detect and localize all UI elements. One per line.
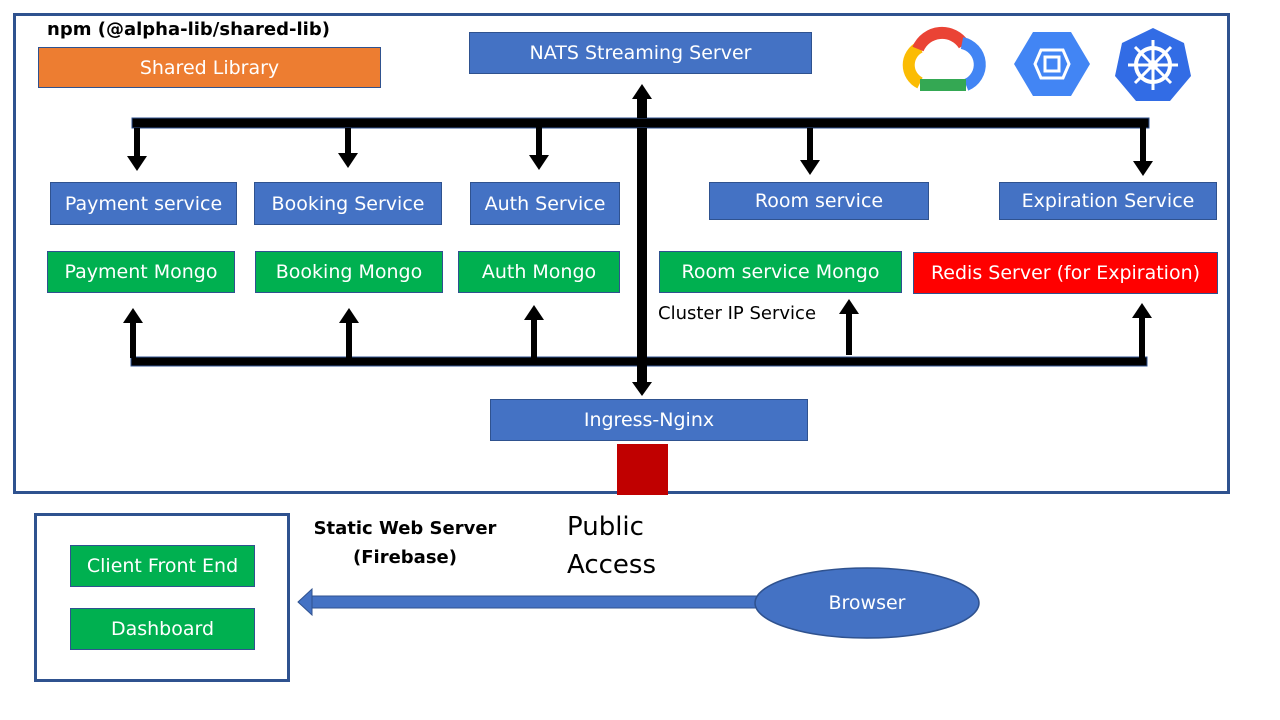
static-web-server-line-2: (Firebase)	[353, 547, 457, 568]
booking-mongo-box[interactable]: Booking Mongo	[255, 251, 443, 293]
browser-ellipse	[754, 567, 980, 639]
client-front-end-box[interactable]: Client Front End	[70, 545, 255, 587]
top-bus-down-arrows	[127, 120, 1153, 176]
client-frame	[34, 513, 290, 682]
public-access-line-1: Public	[567, 512, 644, 542]
nats-streaming-server-box[interactable]: NATS Streaming Server	[469, 32, 812, 74]
public-access-line-2: Access	[567, 550, 657, 580]
dashboard-box[interactable]: Dashboard	[70, 608, 255, 650]
auth-mongo-box[interactable]: Auth Mongo	[458, 251, 620, 293]
npm-package-label: npm (@alpha-lib/shared-lib)	[47, 19, 330, 40]
cluster-ip-service-label: Cluster IP Service	[658, 303, 817, 324]
google-cloud-icon	[902, 26, 986, 91]
gke-icon	[1014, 32, 1090, 96]
browser-label[interactable]: Browser	[828, 592, 906, 614]
auth-service-box[interactable]: Auth Service	[470, 182, 620, 225]
expiration-service-box[interactable]: Expiration Service	[999, 182, 1217, 220]
payment-mongo-box[interactable]: Payment Mongo	[47, 251, 235, 293]
bottom-bus-up-arrows	[123, 299, 1152, 359]
browser-to-static-arrow	[297, 587, 759, 617]
payment-service-box[interactable]: Payment service	[50, 182, 237, 225]
shared-library-box[interactable]: Shared Library	[38, 47, 381, 88]
public-access-label: Public Access	[567, 508, 656, 584]
kubernetes-icon	[1115, 28, 1191, 101]
room-service-box[interactable]: Room service	[709, 182, 929, 220]
public-access-block	[617, 444, 668, 495]
static-web-server-label: Static Web Server (Firebase)	[298, 514, 512, 572]
top-bus	[131, 117, 1150, 129]
redis-server-box[interactable]: Redis Server (for Expiration)	[913, 252, 1218, 294]
booking-service-box[interactable]: Booking Service	[254, 182, 442, 225]
nats-ingress-trunk	[632, 84, 652, 396]
static-web-server-line-1: Static Web Server	[313, 518, 497, 539]
room-service-mongo-box[interactable]: Room service Mongo	[659, 251, 902, 293]
ingress-nginx-box[interactable]: Ingress-Nginx	[490, 399, 808, 441]
